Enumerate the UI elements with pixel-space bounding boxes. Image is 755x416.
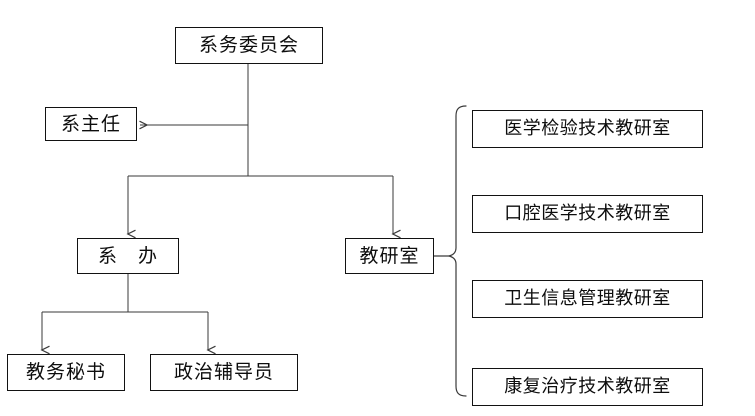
node-counselor[interactable]: 政治辅导员 — [150, 354, 298, 391]
node-counselor-label: 政治辅导员 — [173, 361, 274, 383]
node-teaching-office-label: 教研室 — [359, 244, 420, 267]
node-department-0-label: 医学检验技术教研室 — [504, 118, 671, 139]
node-director-label: 系主任 — [60, 112, 121, 135]
node-secretary-label: 教务秘书 — [25, 361, 106, 383]
node-committee[interactable]: 系务委员会 — [175, 27, 323, 64]
node-department-0[interactable]: 医学检验技术教研室 — [472, 110, 703, 148]
node-office[interactable]: 系 办 — [77, 238, 179, 274]
node-department-1-label: 口腔医学技术教研室 — [504, 203, 671, 224]
node-department-2[interactable]: 卫生信息管理教研室 — [472, 280, 703, 318]
node-secretary[interactable]: 教务秘书 — [7, 354, 125, 391]
node-teaching-office[interactable]: 教研室 — [345, 238, 434, 274]
node-department-3-label: 康复治疗技术教研室 — [504, 376, 671, 397]
node-committee-label: 系务委员会 — [198, 34, 299, 56]
node-department-3[interactable]: 康复治疗技术教研室 — [472, 368, 703, 406]
node-office-label: 系 办 — [97, 244, 158, 267]
node-department-1[interactable]: 口腔医学技术教研室 — [472, 195, 703, 233]
node-director[interactable]: 系主任 — [45, 107, 137, 141]
department-brace — [433, 105, 467, 397]
node-department-2-label: 卫生信息管理教研室 — [504, 288, 671, 309]
